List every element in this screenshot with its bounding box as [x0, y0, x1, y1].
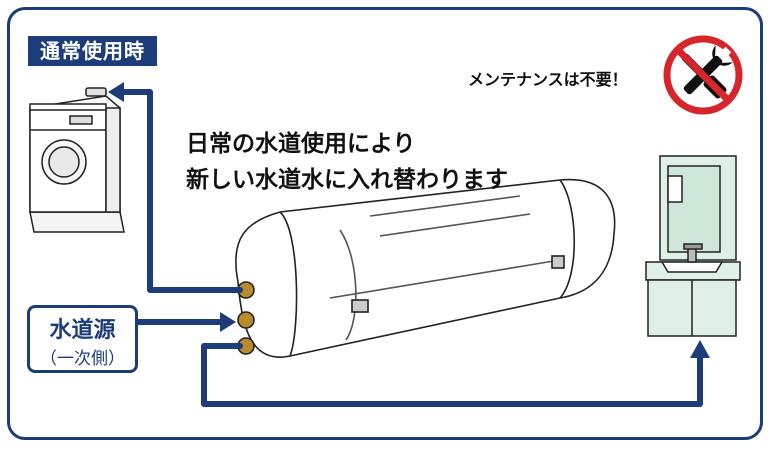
tank-to-sink-arrow [201, 343, 703, 407]
water-tank-icon [235, 178, 616, 358]
outlet-to-washer-arrow [119, 89, 243, 293]
flow-arrows [119, 89, 703, 407]
arrowheads [108, 82, 710, 358]
no-maintenance-icon [663, 35, 743, 115]
water-source-title: 水道源 [49, 318, 116, 343]
washing-machine-icon [29, 87, 125, 233]
headline-line-1: 日常の水道使用により [186, 131, 416, 157]
maintenance-notice: メンテナンスは不要！ [468, 70, 628, 89]
sink-cabinet-icon [645, 155, 741, 337]
water-source-subtitle: （一次側） [40, 349, 125, 369]
headline-line-2: 新しい水道水に入れ替わります [186, 167, 508, 193]
headline: 日常の水道使用により 新しい水道水に入れ替わります [186, 126, 508, 198]
water-source-box: 水道源 （一次側） [27, 305, 138, 373]
usage-mode-tag: 通常使用時 [28, 36, 157, 66]
